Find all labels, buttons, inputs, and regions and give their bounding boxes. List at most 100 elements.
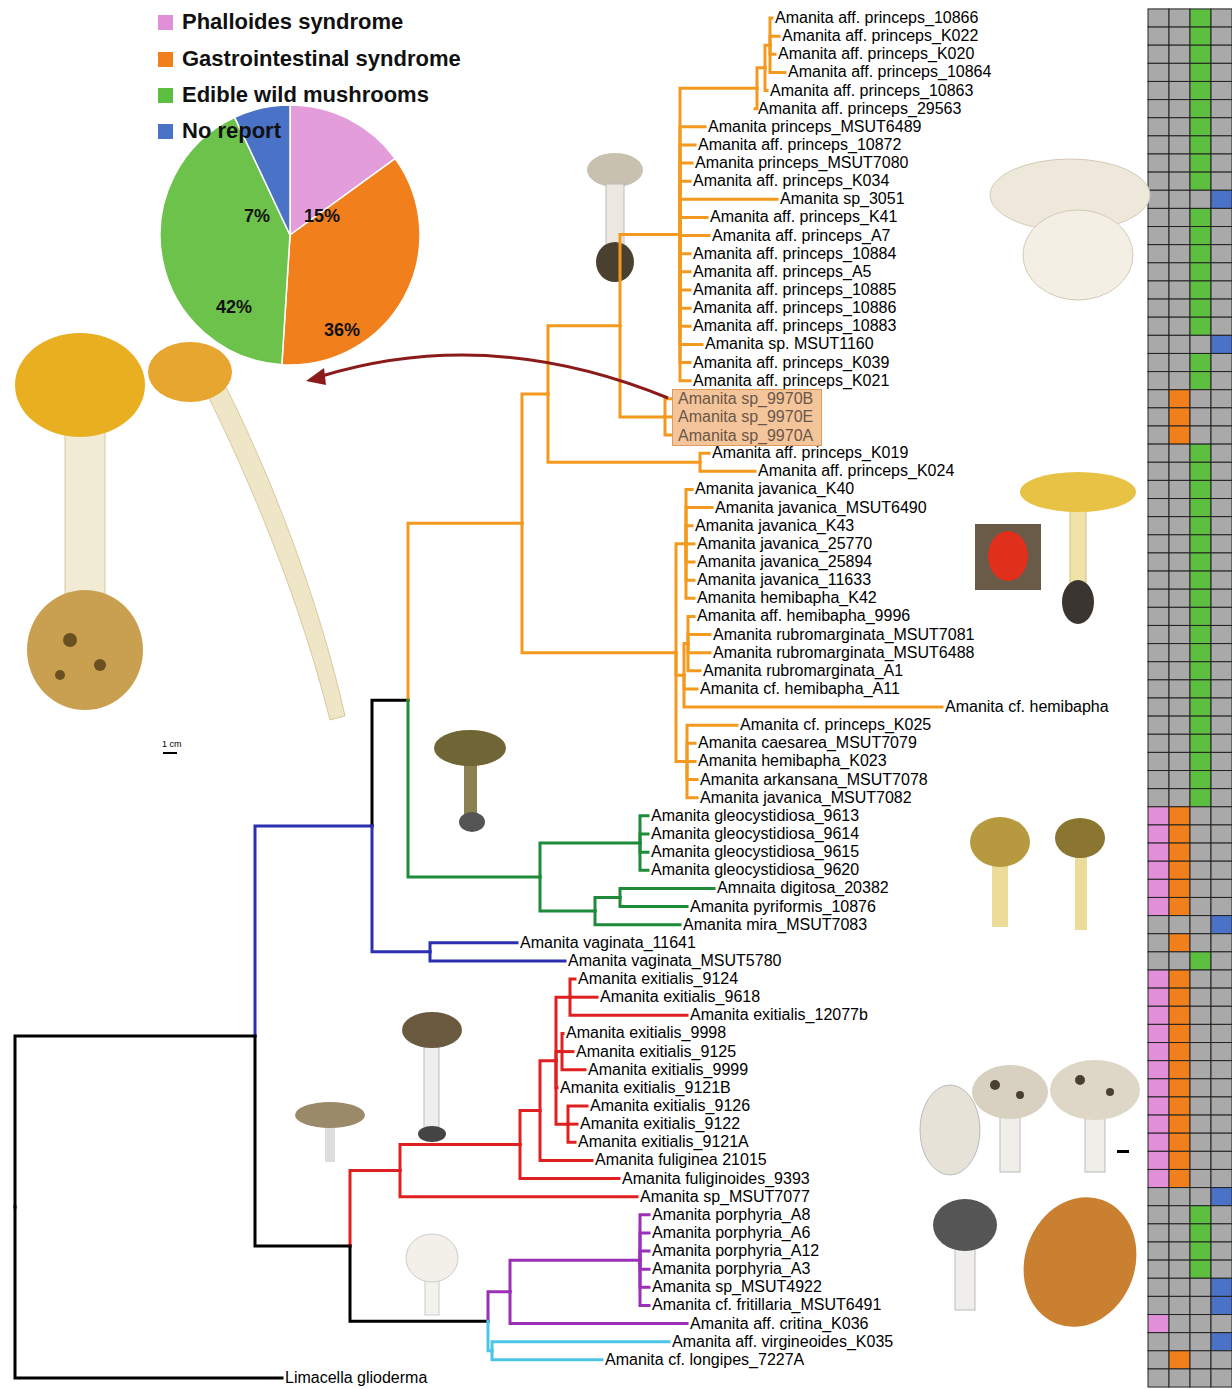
- taxon-label: Amanita caesarea_MSUT7079: [698, 734, 917, 752]
- grid-cell: [1190, 916, 1211, 934]
- taxon-label: Amanita aff. princeps_10863: [770, 82, 973, 100]
- grid-cell: [1148, 317, 1169, 335]
- grid-cell: [1148, 952, 1169, 970]
- taxon-label: Amanita rubromarginata_MSUT7081: [713, 626, 974, 644]
- tree-branch: [620, 234, 680, 325]
- tree-branch: [350, 1171, 400, 1246]
- grid-cell: [1211, 789, 1232, 807]
- legend-text: Edible wild mushrooms: [182, 82, 429, 108]
- tree-branch: [562, 1050, 573, 1053]
- grid-cell: [1169, 208, 1190, 226]
- grid-cell: [1169, 734, 1190, 752]
- tree-branch: [255, 1036, 350, 1246]
- grid-cell: [1190, 607, 1211, 625]
- grid-cell: [1169, 372, 1190, 390]
- grid-cell: [1211, 335, 1232, 353]
- grid-cell: [1148, 771, 1169, 789]
- grid-cell: [1148, 517, 1169, 535]
- grid-cell: [1169, 1133, 1190, 1151]
- grid-cell: [1190, 571, 1211, 589]
- taxon-label: Amanita arkansana_MSUT7078: [700, 771, 928, 789]
- mushroom-photo: [1016, 1091, 1024, 1099]
- grid-cell: [1211, 1369, 1232, 1387]
- grid-cell: [1190, 480, 1211, 498]
- grid-cell: [1169, 662, 1190, 680]
- grid-cell: [1211, 1115, 1232, 1133]
- grid-cell: [1211, 263, 1232, 281]
- grid-cell: [1211, 1169, 1232, 1187]
- mushroom-photo: [990, 1080, 1000, 1090]
- grid-cell: [1148, 861, 1169, 879]
- grid-cell: [1169, 263, 1190, 281]
- grid-cell: [1211, 227, 1232, 245]
- taxon-label: Amanita vaginata_MSUT5780: [568, 952, 781, 970]
- grid-cell: [1190, 63, 1211, 81]
- grid-cell: [1190, 1369, 1211, 1387]
- grid-cell: [1190, 317, 1211, 335]
- grid-cell: [1190, 353, 1211, 371]
- grid-cell: [1190, 172, 1211, 190]
- taxon-label: Amanita porphyria_A3: [652, 1260, 810, 1278]
- tree-branch: [620, 326, 665, 417]
- tree-branch: [620, 897, 687, 906]
- grid-cell: [1190, 752, 1211, 770]
- grid-cell: [1211, 553, 1232, 571]
- grid-cell: [1169, 589, 1190, 607]
- grid-cell: [1169, 45, 1190, 63]
- taxon-label: Amanita cf. fritillaria_MSUT6491: [652, 1296, 881, 1314]
- grid-cell: [1190, 299, 1211, 317]
- grid-cell: [1148, 625, 1169, 643]
- grid-cell: [1148, 1296, 1169, 1314]
- mushroom-photo: [205, 385, 345, 720]
- grid-cell: [1190, 716, 1211, 734]
- grid-cell: [1190, 118, 1211, 136]
- legend-swatch: [158, 52, 173, 67]
- grid-cell: [1211, 571, 1232, 589]
- grid-cell: [1211, 299, 1232, 317]
- grid-cell: [1211, 27, 1232, 45]
- grid-cell: [1211, 535, 1232, 553]
- taxon-label: Amanita aff. princeps_10866: [775, 9, 978, 27]
- grid-cell: [1148, 1043, 1169, 1061]
- mushroom-photo: [1023, 210, 1133, 300]
- tree-branch: [595, 897, 620, 911]
- grid-cell: [1211, 916, 1232, 934]
- grid-cell: [1169, 136, 1190, 154]
- taxon-label: Amanita gleocystidiosa_9615: [651, 843, 859, 861]
- legend-text: Phalloides syndrome: [182, 9, 403, 35]
- grid-cell: [1190, 27, 1211, 45]
- grid-cell: [1169, 644, 1190, 662]
- grid-cell: [1211, 1260, 1232, 1278]
- taxon-label: Amanita fuliginoides_9393: [622, 1170, 810, 1188]
- grid-cell: [1211, 861, 1232, 879]
- taxon-label: Amanita aff. princeps_K024: [758, 462, 954, 480]
- taxon-label: Amanita cf. hemibapha: [945, 698, 1109, 716]
- grid-cell: [1169, 807, 1190, 825]
- grid-cell: [1148, 789, 1169, 807]
- grid-cell: [1211, 444, 1232, 462]
- grid-cell: [1190, 1024, 1211, 1042]
- highlight-box: Amanita sp_9970BAmanita sp_9970EAmanita …: [672, 389, 822, 446]
- grid-cell: [1211, 9, 1232, 27]
- grid-cell: [1211, 625, 1232, 643]
- taxon-label: Amanita javanica_K43: [695, 517, 854, 535]
- grid-cell: [1190, 1242, 1211, 1260]
- grid-cell: [1190, 934, 1211, 952]
- taxon-label: Amanita sp_MSUT7077: [640, 1188, 810, 1206]
- grid-cell: [1169, 9, 1190, 27]
- grid-cell: [1169, 1115, 1190, 1133]
- grid-cell: [1169, 1278, 1190, 1296]
- grid-cell: [1211, 1151, 1232, 1169]
- grid-cell: [1211, 1188, 1232, 1206]
- taxon-label: Amanita exitialis_9126: [590, 1097, 750, 1115]
- grid-cell: [1211, 100, 1232, 118]
- mushroom-photo: [1117, 1150, 1129, 1153]
- grid-cell: [1190, 372, 1211, 390]
- grid-cell: [1190, 1333, 1211, 1351]
- taxon-label: Amanita vaginata_11641: [520, 934, 696, 952]
- tree-branch: [688, 644, 700, 671]
- tree-branch: [522, 523, 676, 652]
- taxon-label: Amanita javanica_25894: [697, 553, 872, 571]
- grid-cell: [1169, 752, 1190, 770]
- pie-percent: 36%: [324, 320, 360, 340]
